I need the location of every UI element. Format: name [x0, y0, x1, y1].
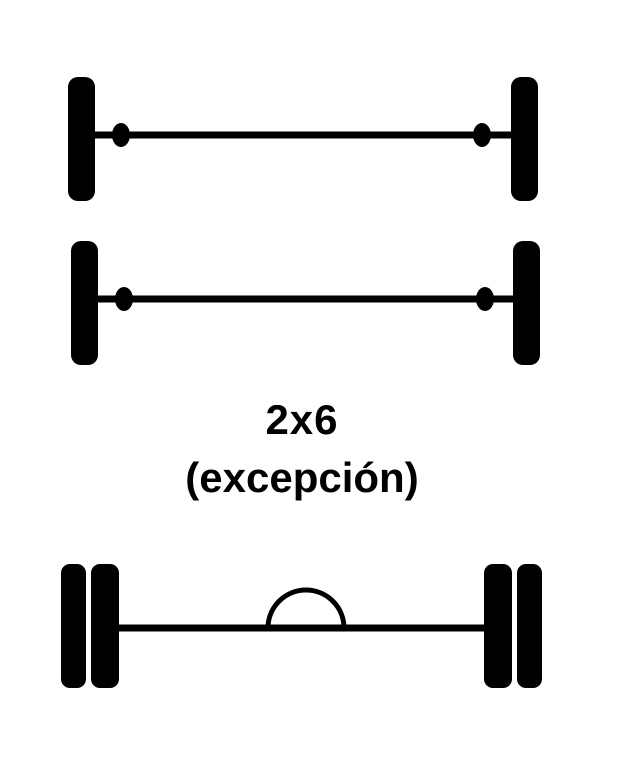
kingpin-joint-right	[476, 287, 494, 311]
wheel-left	[71, 241, 98, 365]
configuration-label: 2x6	[265, 396, 339, 443]
dual-wheel-left-outer	[61, 564, 86, 688]
wheel-right	[511, 77, 538, 201]
wheel-right	[513, 241, 540, 365]
wheel-left	[68, 77, 95, 201]
steer-axle-2	[71, 241, 540, 365]
steer-axle-1	[68, 77, 538, 201]
drive-axle	[61, 564, 542, 688]
exception-note: (excepción)	[185, 454, 419, 501]
dual-wheel-right-outer	[517, 564, 542, 688]
kingpin-joint-left	[112, 123, 130, 147]
kingpin-joint-left	[115, 287, 133, 311]
differential-housing	[265, 587, 347, 629]
dual-wheel-left-inner	[91, 564, 119, 688]
kingpin-joint-right	[473, 123, 491, 147]
dual-wheel-right-inner	[484, 564, 512, 688]
